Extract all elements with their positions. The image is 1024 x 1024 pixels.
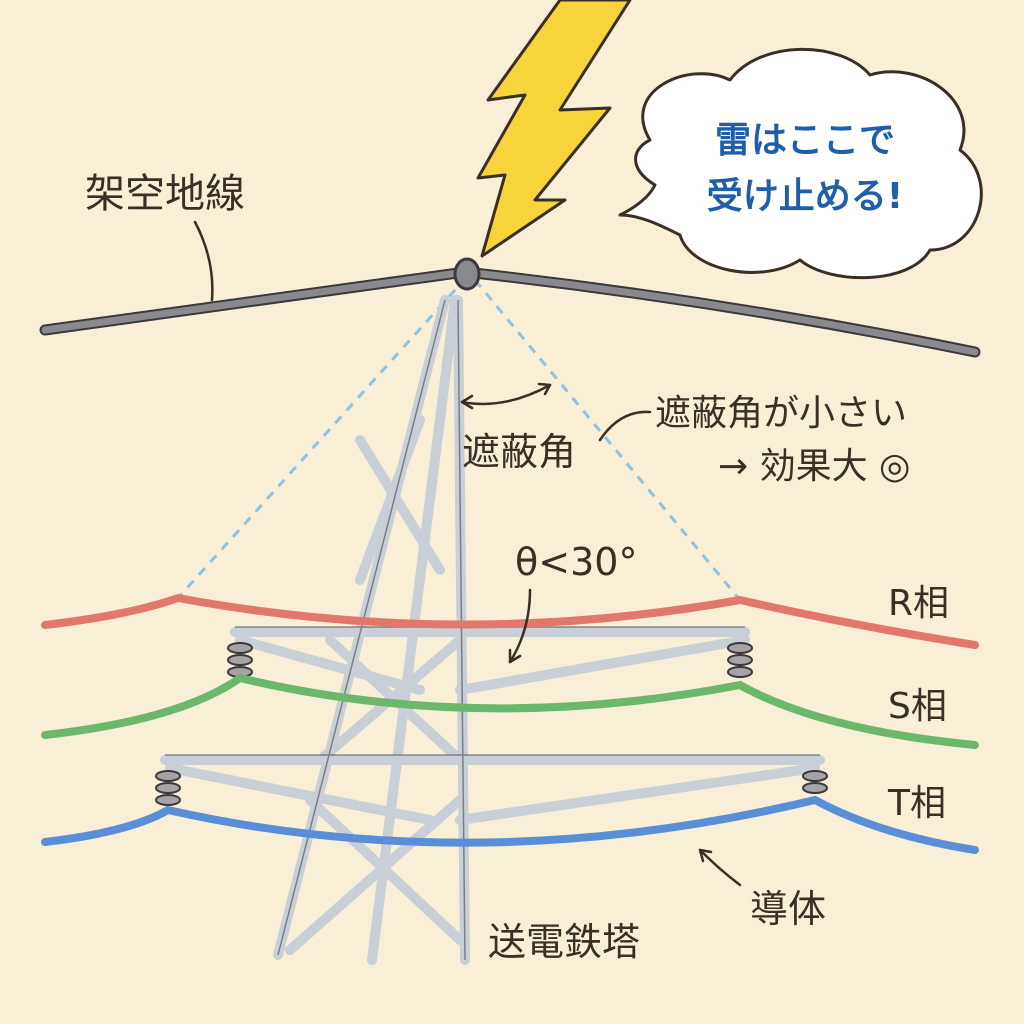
angle-arrow	[460, 383, 552, 406]
conductor-t-phase	[41, 795, 979, 854]
label-tower: 送電鉄塔	[488, 920, 640, 964]
leader-ground-wire	[193, 220, 214, 302]
label-note-line2: → 効果大 ◎	[718, 446, 910, 487]
insulator-r-right	[727, 642, 753, 678]
insulator-t-left	[155, 770, 181, 806]
label-ground-wire: 架空地線	[85, 171, 245, 217]
speech-bubble: 雷はここで 受け止める!	[618, 47, 983, 280]
shield-angle-lines	[176, 279, 742, 601]
insulators	[155, 642, 828, 806]
leader-angle	[508, 588, 532, 664]
lightning-bolt-icon	[476, 0, 632, 258]
label-t-phase: T相	[887, 783, 946, 824]
shield-line-left	[176, 288, 457, 600]
label-conductor: 導体	[750, 887, 826, 931]
insulator-t-right	[802, 770, 828, 794]
bubble-text-line1: 雷はここで	[715, 120, 895, 161]
conductor-s-phase	[41, 673, 979, 749]
leader-note	[598, 410, 652, 442]
shield-line-right	[473, 279, 742, 601]
ground-wire-clamp	[453, 257, 481, 291]
label-angle-condition: θ<30°	[515, 540, 637, 584]
leader-conductor	[698, 848, 742, 887]
bubble-text-line2: 受け止める!	[707, 176, 903, 217]
label-shield-angle: 遮蔽角	[462, 430, 576, 474]
label-r-phase: R相	[888, 583, 949, 624]
conductor-r-phase	[41, 593, 979, 649]
label-note-line1: 遮蔽角が小さい	[655, 393, 907, 434]
label-s-phase: S相	[888, 686, 947, 727]
insulator-r-left	[227, 642, 253, 678]
